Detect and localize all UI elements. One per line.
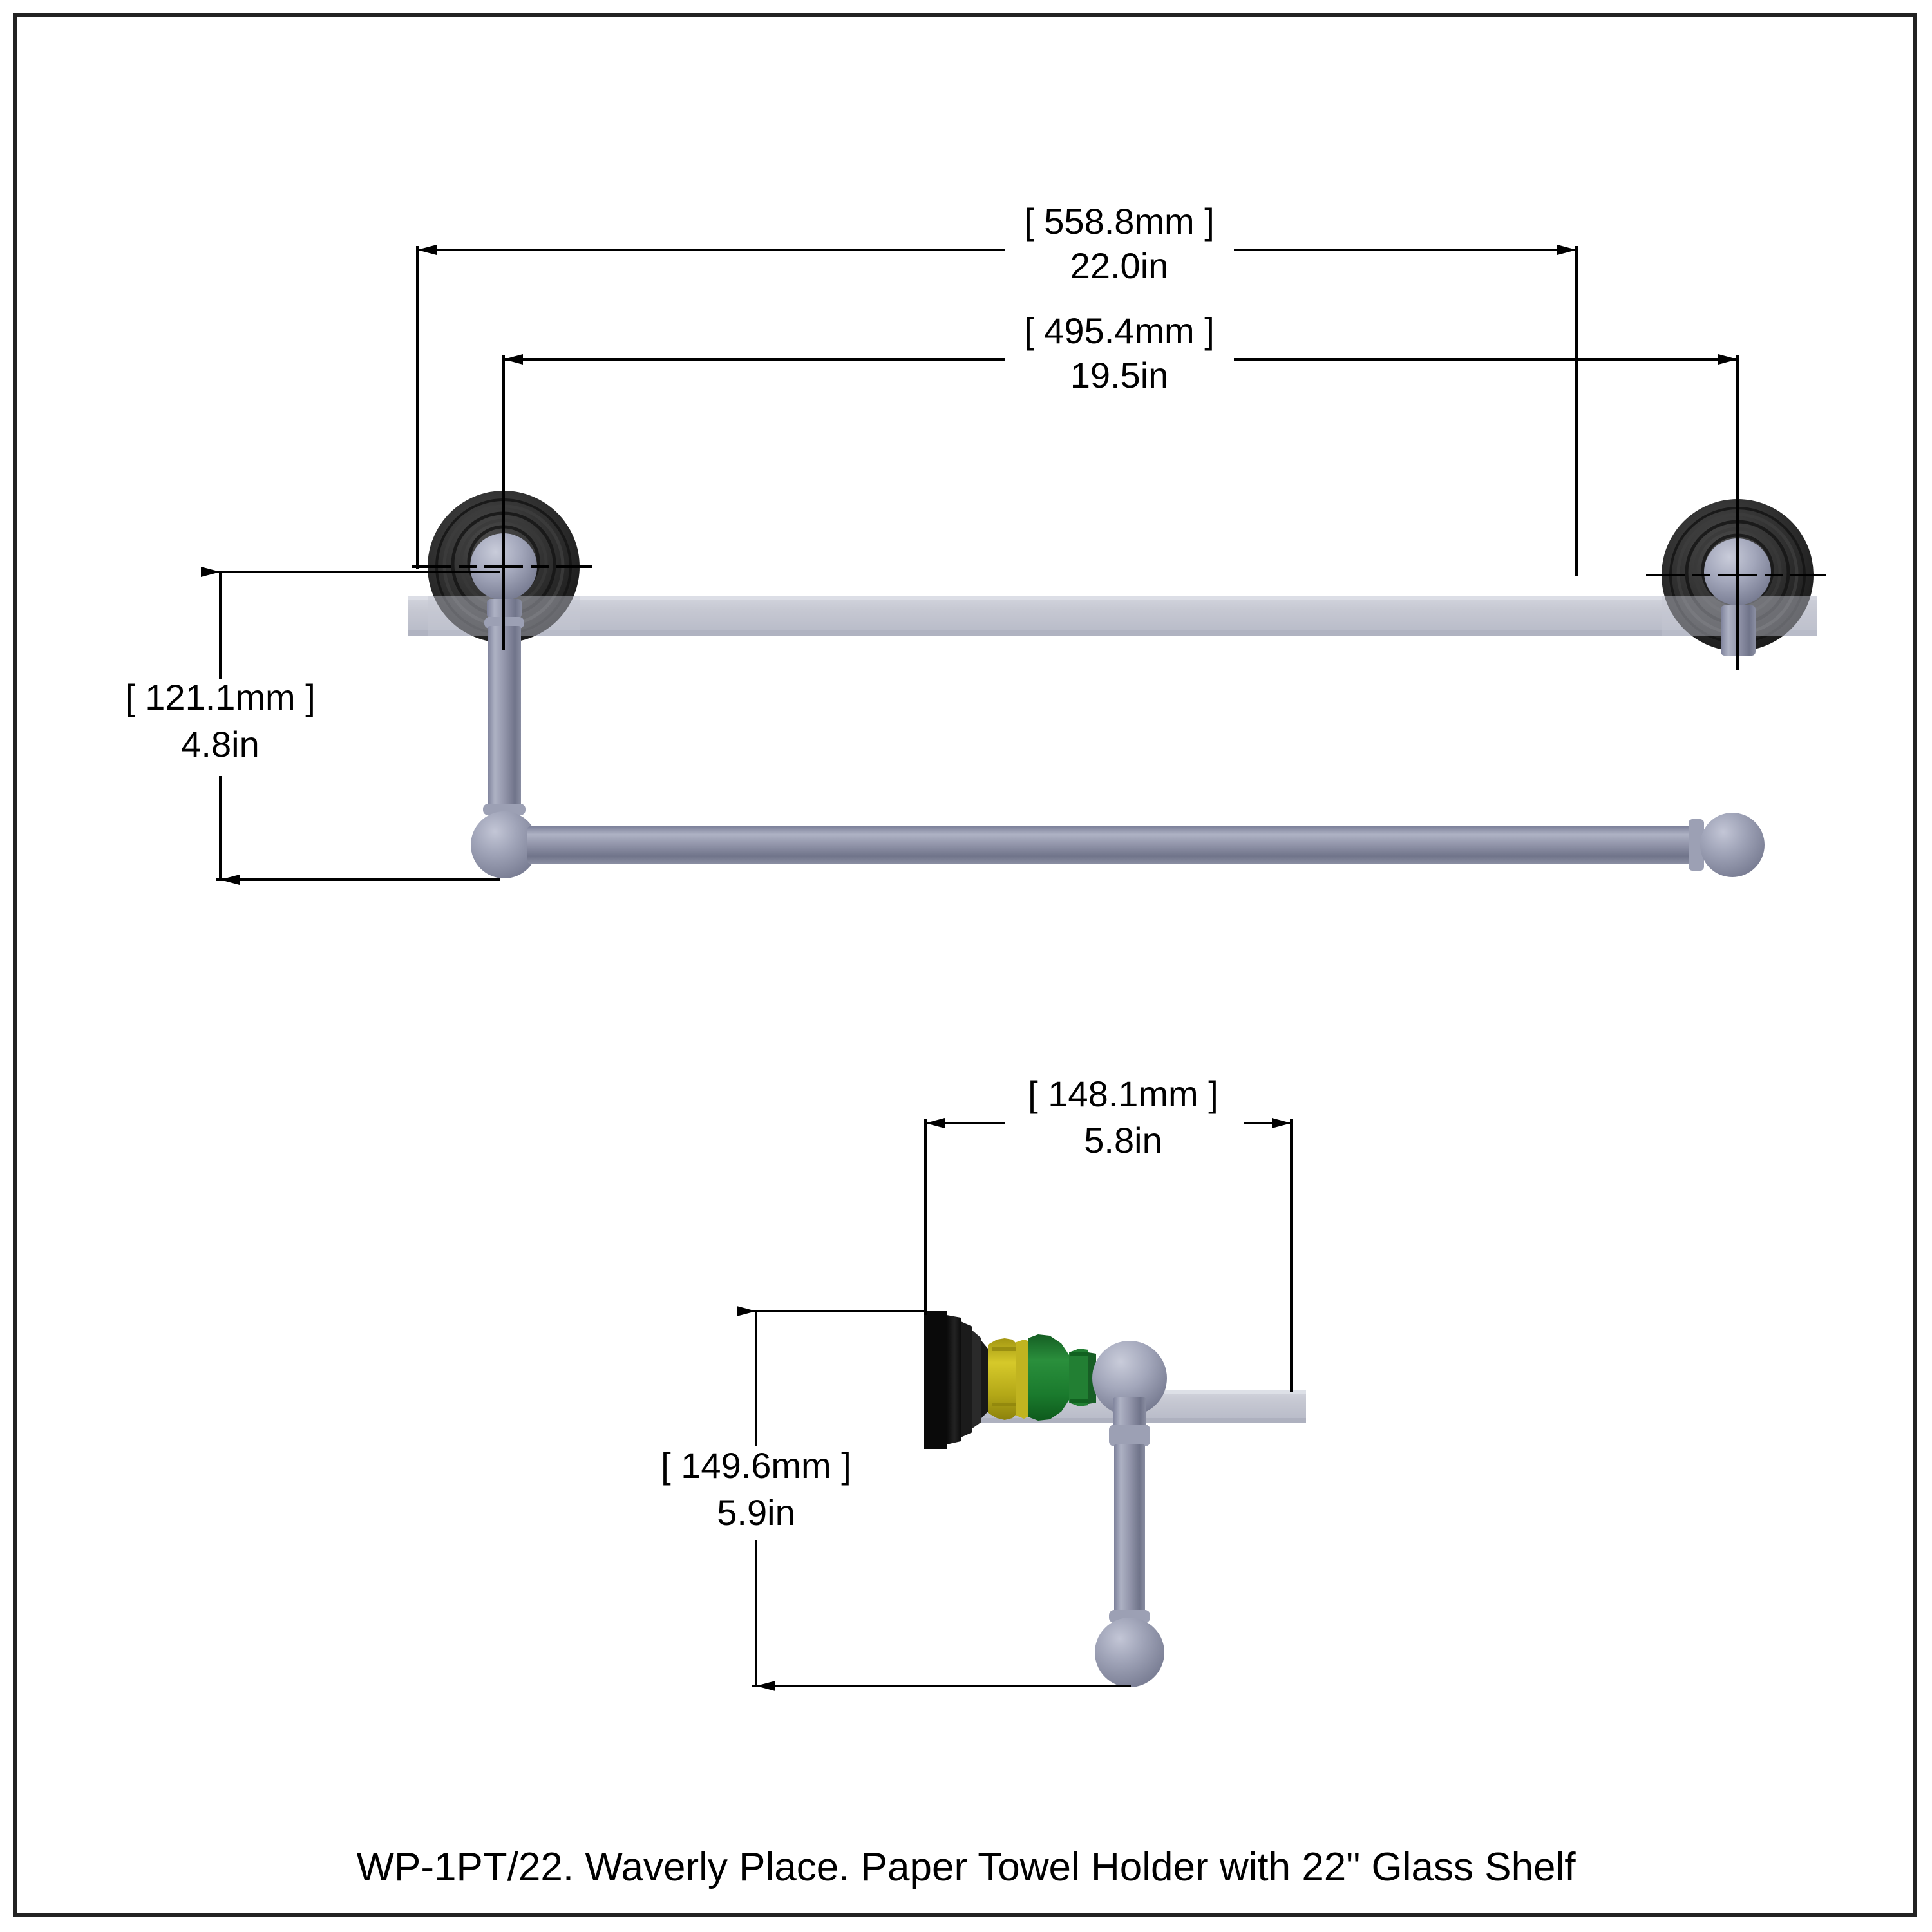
dim-label-overall-width: [ 558.8mm ] 22.0in (1024, 201, 1215, 286)
dim-overall-width-mm: [ 558.8mm ] (1024, 201, 1215, 242)
dim-projection-depth (924, 1118, 1293, 1392)
side-rosette-profile (924, 1311, 988, 1449)
dim-label-drop-height: [ 121.1mm ] 4.8in (125, 677, 316, 764)
dim-label-projection-depth: [ 148.1mm ] 5.8in (1028, 1074, 1218, 1160)
dim-overall-width (416, 245, 1578, 576)
side-view-product (924, 1311, 1306, 1687)
drawing-caption: WP-1PT/22. Waverly Place. Paper Towel Ho… (356, 1845, 1576, 1889)
dim-mount-center-width-in: 19.5in (1070, 355, 1169, 395)
front-centerlines (412, 465, 1826, 670)
dim-overall-height (737, 1306, 1131, 1691)
sheet-border (13, 13, 1917, 1917)
dim-label-overall-height: [ 149.6mm ] 5.9in (661, 1445, 851, 1533)
towel-bar (527, 813, 1765, 877)
side-vertical-post (1109, 1397, 1150, 1623)
dim-label-mount-center-width: [ 495.4mm ] 19.5in (1024, 310, 1215, 395)
dim-overall-height-in: 5.9in (717, 1492, 795, 1533)
dim-drop-height-in: 4.8in (181, 724, 259, 764)
front-elbow-ball (471, 811, 538, 878)
dim-projection-depth-in: 5.8in (1084, 1120, 1162, 1160)
side-upper-ball (1092, 1341, 1167, 1416)
dim-drop-height-mm: [ 121.1mm ] (125, 677, 316, 717)
front-vertical-post (483, 599, 526, 815)
side-yellow-collar (988, 1338, 1028, 1420)
side-lower-ball (1095, 1618, 1164, 1687)
dim-mount-center-width-mm: [ 495.4mm ] (1024, 310, 1215, 351)
glass-shelf-front (408, 596, 1817, 636)
side-green-neck (1028, 1334, 1096, 1421)
dim-projection-depth-mm: [ 148.1mm ] (1028, 1074, 1218, 1114)
dim-mount-center-width (502, 354, 1739, 474)
dim-overall-width-in: 22.0in (1070, 245, 1169, 286)
dim-overall-height-mm: [ 149.6mm ] (661, 1445, 851, 1486)
dim-drop-height (201, 567, 500, 885)
